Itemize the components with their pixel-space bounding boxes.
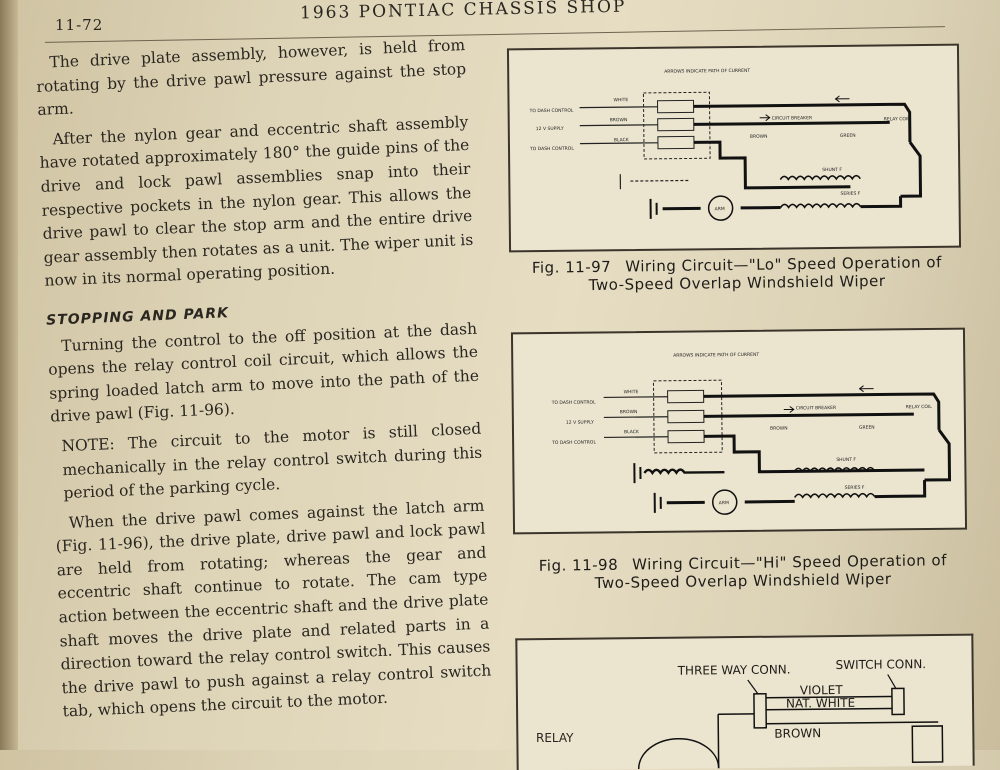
label-brown: BROWN xyxy=(750,134,768,140)
paragraph: Turning the control to the off position … xyxy=(47,317,481,429)
label-dash-control: TO DASH CONTROL xyxy=(551,399,596,405)
label-relay-coil: RELAY COIL xyxy=(884,116,911,122)
leader-line xyxy=(888,674,896,688)
label-arm: ARM xyxy=(715,206,725,212)
label-black: BLACK xyxy=(614,137,630,143)
label-brown: BROWN xyxy=(770,425,788,431)
wire xyxy=(580,143,658,144)
note: NOTE: The circuit to the motor is still … xyxy=(61,418,484,506)
label-12v-supply: 12 V SUPPLY xyxy=(566,420,594,426)
current-arrow xyxy=(860,386,874,392)
circuit-path xyxy=(875,480,925,497)
label-relay: RELAY xyxy=(536,731,574,745)
circuit-path xyxy=(861,196,901,206)
label-series-field: SERIES F xyxy=(845,485,865,491)
paragraph: The drive plate assembly, however, is he… xyxy=(35,34,468,123)
wire xyxy=(580,125,658,126)
label-12v-supply: 12 V SUPPLY xyxy=(536,126,564,132)
figure-caption: Fig. 11-97 Wiring Circuit—"Lo" Speed Oper… xyxy=(512,253,962,295)
series-field-coil xyxy=(781,204,861,208)
label-brown: BROWN xyxy=(620,409,638,415)
page-number: 11-72 xyxy=(55,16,103,34)
wire xyxy=(604,397,668,398)
relay-contact xyxy=(658,118,694,130)
label-relay-coil: RELAY COIL xyxy=(906,404,933,410)
label-dash-control: TO DASH CONTROL xyxy=(551,439,596,445)
arrows-note: ARROWS INDICATE PATH OF CURRENT xyxy=(673,352,759,359)
label-white: WHITE xyxy=(613,97,628,103)
label-green: GREEN xyxy=(840,133,856,139)
relay-contact xyxy=(658,136,694,148)
running-head: 1963 PONTIAC CHASSIS SHOP xyxy=(300,0,627,23)
resistor-coil xyxy=(644,469,724,473)
label-brown: BROWN xyxy=(610,117,628,123)
wire-label-brown: BROWN xyxy=(774,726,821,740)
label-circuit-breaker: CIRCUIT BREAKER xyxy=(796,405,836,411)
relay-contact xyxy=(668,430,704,442)
label-three-way-conn: THREE WAY CONN. xyxy=(677,663,791,678)
wire xyxy=(604,437,668,438)
leader-line xyxy=(748,680,758,694)
label-shunt-field: SHUNT F xyxy=(822,167,842,173)
text-column: The drive plate assembly, however, is he… xyxy=(35,34,493,730)
label-switch-conn: SWITCH CONN. xyxy=(836,657,927,672)
circuit-path xyxy=(704,434,924,472)
label-circuit-breaker: CIRCUIT BREAKER xyxy=(772,115,812,121)
current-arrow xyxy=(784,406,794,412)
circuit-path xyxy=(694,122,890,124)
shunt-field-coil xyxy=(780,176,860,180)
circuit-path xyxy=(924,430,950,480)
figure-caption: Fig. 11-98 Wiring Circuit—"Hi" Speed Oper… xyxy=(518,551,968,593)
label-dash-control: TO DASH CONTROL xyxy=(529,108,574,114)
diagram-svg: ARROWS INDICATE PATH OF CURRENT TO DASH … xyxy=(513,330,965,533)
label-green: GREEN xyxy=(859,425,875,431)
caption-line: Two-Speed Overlap Windshield Wiper xyxy=(589,272,886,294)
relay-contact xyxy=(668,390,704,402)
label-white: WHITE xyxy=(624,389,639,395)
label-shunt-field: SHUNT F xyxy=(836,457,856,463)
book-spine xyxy=(0,0,18,750)
caption-line: Two-Speed Overlap Windshield Wiper xyxy=(595,570,892,592)
wire xyxy=(604,417,668,418)
header-rule xyxy=(45,26,945,43)
arrows-note: ARROWS INDICATE PATH OF CURRENT xyxy=(664,68,750,75)
relay-contact xyxy=(658,100,694,112)
circuit-path xyxy=(900,142,921,196)
figure-number: Fig. 11-98 xyxy=(539,556,619,575)
wiring-diagram-lo: ARROWS INDICATE PATH OF CURRENT TO DASH … xyxy=(507,44,961,253)
current-arrow xyxy=(760,115,770,121)
circuit-path xyxy=(704,414,914,416)
figure-number: Fig. 11-97 xyxy=(532,258,612,277)
caption-line: Wiring Circuit—"Hi" Speed Operation of xyxy=(632,551,947,573)
paragraph: After the nylon gear and eccentric shaft… xyxy=(38,111,475,294)
circuit-path xyxy=(694,141,850,189)
diagram-svg: ARROWS INDICATE PATH OF CURRENT TO DASH … xyxy=(509,46,959,251)
label-arm: ARM xyxy=(719,500,729,506)
switch-connector xyxy=(892,688,904,714)
relay-contact xyxy=(668,410,704,422)
current-arrow xyxy=(835,96,849,102)
circuit-path xyxy=(745,501,795,502)
wire xyxy=(580,107,658,108)
label-dash-control: TO DASH CONTROL xyxy=(529,146,574,152)
motor-outline xyxy=(638,738,718,769)
wiring-diagram-hi: ARROWS INDICATE PATH OF CURRENT TO DASH … xyxy=(511,328,967,535)
label-series-field: SERIES F xyxy=(840,191,860,197)
label-black: BLACK xyxy=(624,429,640,435)
caption-line: Wiring Circuit—"Lo" Speed Operation of xyxy=(625,253,942,275)
three-way-connector xyxy=(754,694,766,728)
wire xyxy=(766,708,892,709)
wire xyxy=(630,180,690,181)
wire xyxy=(718,714,719,768)
paragraph: When the drive pawl comes against the la… xyxy=(54,494,493,724)
wire xyxy=(766,722,938,724)
series-field-coil xyxy=(795,494,875,498)
relay-block xyxy=(912,726,942,762)
